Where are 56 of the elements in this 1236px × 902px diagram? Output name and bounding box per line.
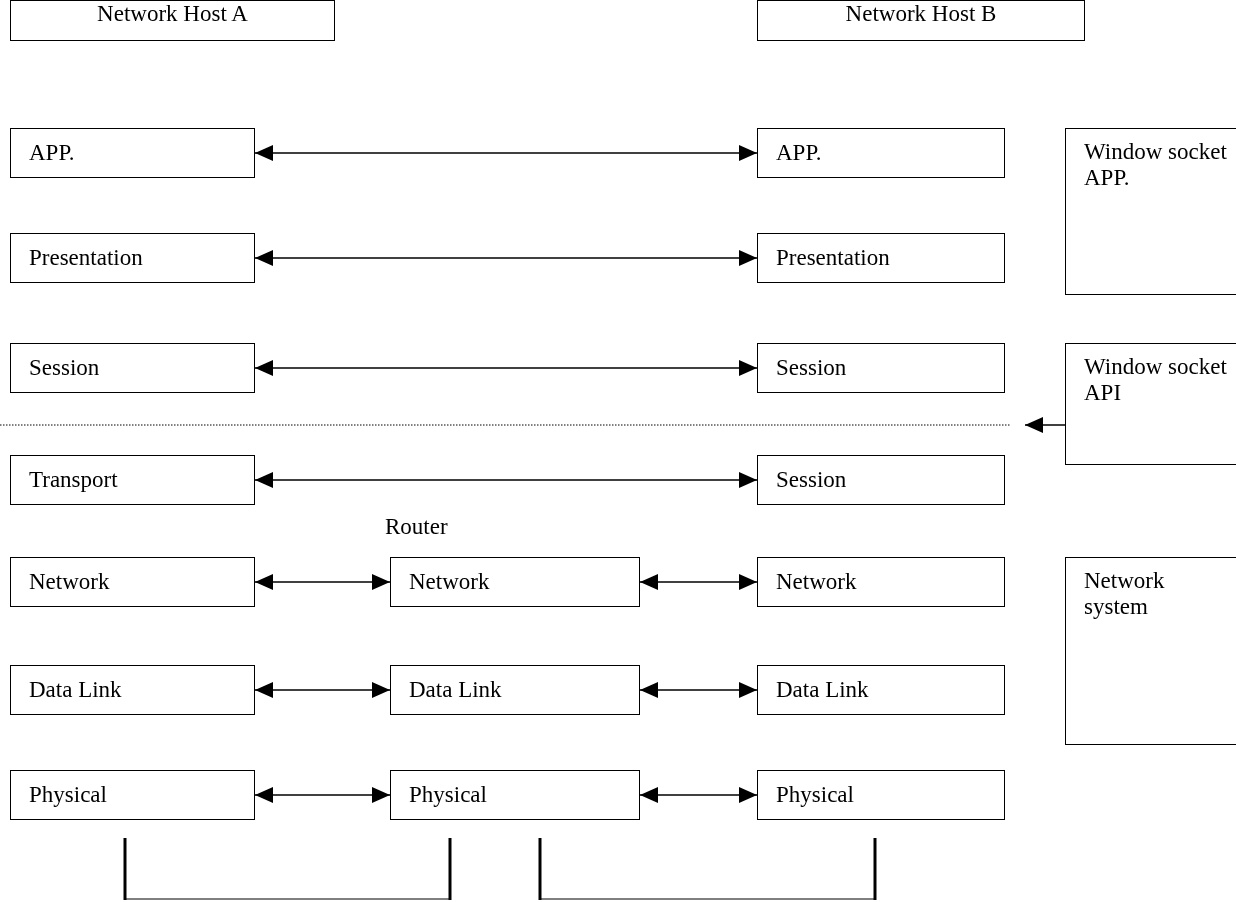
layer-name: Physical <box>29 782 107 808</box>
layer-name: Network <box>776 569 857 595</box>
double-arrow <box>254 145 758 161</box>
layer-box <box>10 665 255 715</box>
layer-box <box>757 128 1005 178</box>
layer-name: Session <box>29 355 100 381</box>
layer-name: Window socket APP. <box>1084 139 1228 192</box>
layer-name: Session <box>776 467 847 493</box>
layer-box <box>10 343 255 393</box>
layer-box <box>757 343 1005 393</box>
layer-name: Transport <box>29 467 118 493</box>
double-arrow <box>254 250 758 266</box>
double-arrow <box>639 682 758 698</box>
layer-name: APP. <box>776 140 822 166</box>
layer-name: Physical <box>409 782 487 808</box>
layer-box <box>10 233 255 283</box>
layer-box <box>757 233 1005 283</box>
group-box <box>1065 128 1236 295</box>
layer-box <box>10 455 255 505</box>
layer-box <box>10 0 335 41</box>
double-arrow <box>639 787 758 803</box>
layer-name: Data Link <box>409 677 502 703</box>
layer-name: APP. <box>29 140 75 166</box>
layer-name: Data Link <box>776 677 869 703</box>
group-box <box>1065 343 1236 465</box>
layer-box <box>390 665 640 715</box>
layer-box <box>757 557 1005 607</box>
layer-name: Session <box>776 355 847 381</box>
layer-name: Network <box>29 569 110 595</box>
router-label: Router <box>385 514 448 540</box>
layer-name: Network Host A <box>97 1 248 28</box>
layer-name: Presentation <box>29 245 143 271</box>
double-arrow <box>254 787 391 803</box>
layer-box <box>10 557 255 607</box>
layer-box <box>757 665 1005 715</box>
layer-name: Physical <box>776 782 854 808</box>
layer-name: Network <box>409 569 490 595</box>
layer-box <box>390 557 640 607</box>
double-arrow <box>639 574 758 590</box>
double-arrow <box>254 574 391 590</box>
layer-box <box>757 0 1085 41</box>
double-arrow <box>254 360 758 376</box>
double-arrow <box>254 682 391 698</box>
layer-box <box>390 770 640 820</box>
layer-box <box>10 128 255 178</box>
arrow <box>1024 417 1066 433</box>
group-box <box>1065 557 1236 745</box>
layer-name: Window socket API <box>1084 354 1228 407</box>
double-arrow <box>254 472 758 488</box>
layer-name: Network Host B <box>845 1 997 28</box>
layer-box <box>757 770 1005 820</box>
layer-name: Data Link <box>29 677 122 703</box>
layer-name: Presentation <box>776 245 890 271</box>
layer-box <box>10 770 255 820</box>
layer-name: Network system <box>1084 568 1166 621</box>
layer-box <box>757 455 1005 505</box>
